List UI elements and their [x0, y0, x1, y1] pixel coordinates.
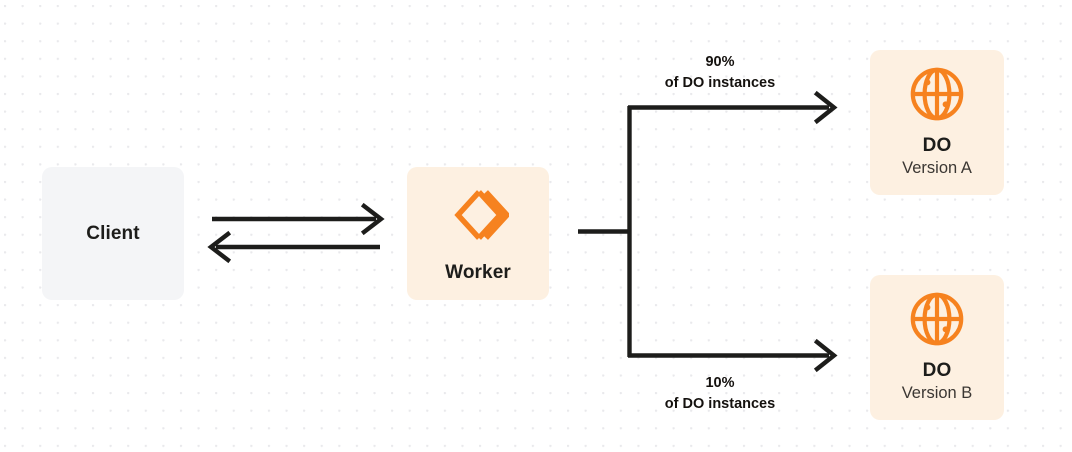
node-do-b-label: DO [922, 360, 952, 382]
arrow-worker-to-do-b [628, 338, 838, 373]
node-do-a-sublabel: Version A [902, 159, 972, 178]
node-worker: Worker [407, 167, 549, 300]
globe-icon [909, 291, 965, 347]
node-worker-label: Worker [445, 261, 511, 283]
edge-label-do-a: 90% of DO instances [600, 52, 840, 94]
cloudflare-workers-icon [447, 184, 511, 246]
globe-icon [909, 66, 965, 122]
node-do-b-sublabel: Version B [901, 384, 973, 403]
node-client: Client [42, 167, 184, 300]
arrow-client-to-worker [212, 202, 385, 236]
node-do-version-b: DO Version B [870, 275, 1004, 420]
edge-label-do-b-caption: of DO instances [664, 396, 776, 413]
edge-label-do-b: 10% of DO instances [600, 373, 840, 415]
connector-worker-split [578, 106, 632, 357]
arrow-worker-to-client [207, 230, 380, 264]
edge-label-do-b-percent: 10% [705, 375, 735, 391]
edge-label-do-a-percent: 90% [705, 54, 735, 70]
arrow-worker-to-do-a [628, 90, 838, 125]
node-do-a-label: DO [922, 135, 952, 157]
node-do-version-a: DO Version A [870, 50, 1004, 195]
edge-label-do-a-caption: of DO instances [664, 75, 776, 92]
node-client-label: Client [86, 222, 140, 244]
